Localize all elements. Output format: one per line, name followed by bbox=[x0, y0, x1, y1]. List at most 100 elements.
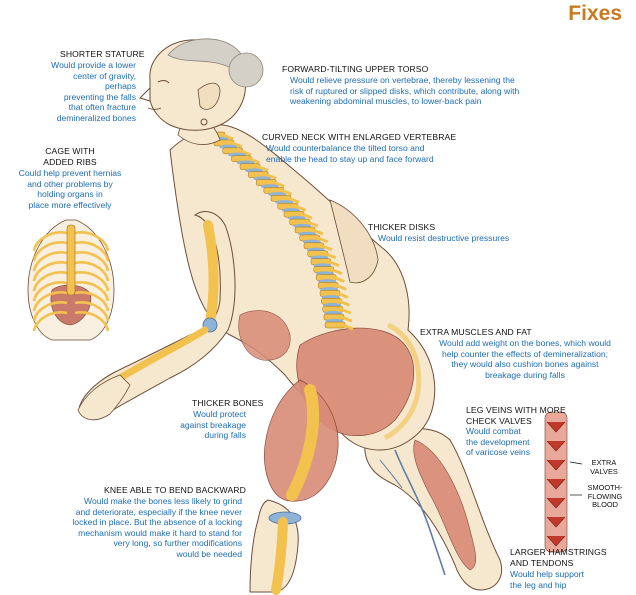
forearm-bone bbox=[116, 326, 209, 382]
vein-valve bbox=[546, 421, 566, 433]
leg-veins-heading: LEG VEINS WITH MORE CHECK VALVES bbox=[466, 405, 566, 426]
rib bbox=[74, 231, 110, 252]
femur-bone bbox=[286, 384, 320, 501]
rib bbox=[74, 271, 110, 292]
shorter-stature-text: Would provide a lower center of gravity,… bbox=[51, 60, 136, 123]
spine bbox=[204, 131, 354, 331]
rib bbox=[32, 251, 68, 272]
ear bbox=[197, 82, 221, 110]
rib bbox=[74, 291, 110, 312]
vertebra-spine-process bbox=[325, 252, 337, 260]
extra-muscles-heading: EXTRA MUSCLES AND FAT bbox=[420, 327, 532, 337]
shorter-stature-heading: SHORTER STATURE bbox=[60, 49, 145, 59]
hand bbox=[77, 374, 131, 421]
hamstrings-heading: LARGER HAMSTRINGS AND TENDONS bbox=[510, 547, 607, 568]
rib bbox=[32, 301, 68, 322]
vein-valve bbox=[546, 535, 566, 547]
earring bbox=[200, 118, 208, 126]
vertebra-spine-process bbox=[342, 323, 354, 331]
smooth-flowing-label: SMOOTH- FLOWING BLOOD bbox=[587, 483, 623, 510]
rib-cage-inset bbox=[27, 219, 115, 341]
forward-tilting-text: Would relieve pressure on vertebrae, the… bbox=[290, 75, 520, 107]
vertebra-spine-process bbox=[328, 260, 340, 268]
rib bbox=[32, 291, 68, 312]
rib bbox=[74, 301, 110, 322]
vertebra-spine-process bbox=[240, 149, 252, 157]
rib bbox=[74, 311, 110, 332]
vertebra-spine-process bbox=[338, 299, 351, 307]
vein-valve bbox=[546, 440, 566, 452]
vertebra-spine-process bbox=[333, 276, 345, 283]
thicker-disks-text: Would resist destructive pressures bbox=[378, 233, 510, 243]
rib bbox=[74, 261, 110, 282]
vein-valve bbox=[546, 516, 566, 528]
vertebra-spine-process bbox=[257, 165, 269, 173]
vertebra-spine-process bbox=[288, 196, 300, 204]
lower-back-muscle bbox=[238, 310, 291, 361]
rib bbox=[74, 241, 110, 262]
extra-valves-label: EXTRA VALVES bbox=[590, 458, 618, 476]
leg-vein-branch bbox=[379, 459, 403, 489]
rib bbox=[32, 311, 68, 332]
vein-cross-section bbox=[544, 411, 568, 553]
vertebra-spine-process bbox=[317, 236, 329, 244]
vein-valve bbox=[546, 497, 566, 509]
vertebra-spine-process bbox=[301, 212, 313, 220]
vertebra-spine-process bbox=[307, 220, 319, 228]
eye bbox=[157, 80, 170, 84]
rib bbox=[32, 271, 68, 292]
vertebra-spine-process bbox=[222, 133, 234, 141]
vertebra-spine-process bbox=[341, 315, 353, 323]
vertebra-spine-process bbox=[265, 173, 277, 180]
leg-vein bbox=[394, 449, 446, 576]
vertebra-spine-process bbox=[273, 181, 285, 188]
rib bbox=[32, 281, 68, 302]
sternum bbox=[66, 224, 76, 296]
front-thigh bbox=[264, 379, 339, 502]
vertebra-spine-process bbox=[281, 189, 293, 196]
vertebra-spine-process bbox=[248, 157, 261, 165]
hamstrings-text: Would help support the leg and hip bbox=[510, 569, 584, 590]
hamstring-muscle bbox=[413, 439, 477, 571]
thicker-disks-heading: THICKER DISKS bbox=[368, 222, 436, 232]
vertebra bbox=[324, 321, 346, 329]
cage-ribs-heading: CAGE WITH ADDED RIBS bbox=[43, 146, 97, 167]
vertebra-spine-process bbox=[295, 204, 307, 212]
rib bbox=[74, 281, 110, 302]
vertebra-spine-process bbox=[331, 268, 343, 275]
rib bbox=[32, 241, 68, 262]
hair-bun bbox=[228, 52, 264, 88]
cage-ribs-text: Could help prevent hernias and other pro… bbox=[18, 168, 122, 210]
knee-backward-heading: KNEE ABLE TO BEND BACKWARD bbox=[104, 485, 246, 495]
vertebra-spine-process bbox=[335, 284, 347, 291]
knee-backward-text: Would make the bones less likely to grin… bbox=[72, 496, 242, 559]
humerus-bone bbox=[203, 220, 219, 327]
curved-neck-heading: CURVED NECK WITH ENLARGED VERTEBRAE bbox=[262, 132, 457, 142]
tibia-bone bbox=[271, 517, 288, 595]
ribs bbox=[32, 231, 110, 332]
vein-valve bbox=[546, 478, 566, 490]
nose bbox=[139, 87, 151, 102]
fat-layer bbox=[383, 322, 422, 441]
mouth bbox=[147, 107, 162, 110]
curved-neck-text: Would counterbalance the tilted torso an… bbox=[266, 143, 434, 164]
thicker-bones-heading: THICKER BONES bbox=[192, 398, 264, 408]
page-title: Fixes bbox=[568, 2, 622, 25]
vertebra-spine-process bbox=[340, 307, 352, 315]
back-arm bbox=[329, 199, 379, 284]
vein-valve bbox=[546, 459, 566, 471]
vertebra-spine-process bbox=[312, 228, 324, 236]
thicker-bones-text: Would protect against breakage during fa… bbox=[180, 409, 246, 441]
rib bbox=[32, 261, 68, 282]
vertebra-spine-process bbox=[337, 291, 349, 299]
vertebra-spine-process bbox=[231, 141, 243, 149]
rib bbox=[74, 251, 110, 272]
rib bbox=[32, 231, 68, 252]
extra-muscles-text: Would add weight on the bones, which wou… bbox=[439, 338, 611, 380]
vertebra-spine-process bbox=[321, 244, 333, 252]
leg-veins-text: Would combat the development of varicose… bbox=[466, 426, 531, 458]
valves-pointer bbox=[569, 461, 583, 465]
forward-tilting-heading: FORWARD-TILTING UPPER TORSO bbox=[282, 64, 429, 74]
